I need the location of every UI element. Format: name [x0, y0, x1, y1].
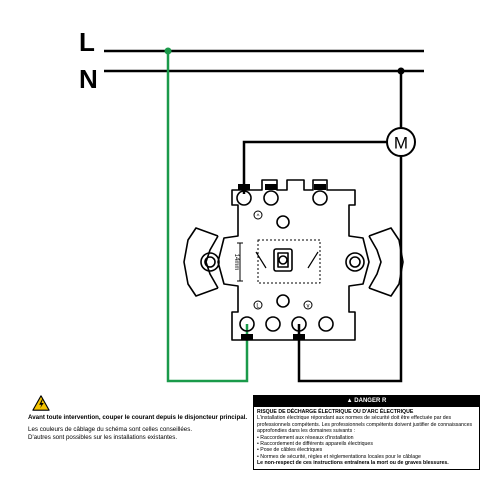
danger-title: RISQUE DE DÉCHARGE ÉLECTRIQUE OU D'ARC É…: [257, 409, 414, 415]
danger-item: • Raccordement de différents appareils é…: [257, 441, 373, 448]
terminal-marker-l: L: [256, 304, 260, 310]
terminal-marker-bottom-right: v: [307, 304, 310, 310]
danger-notice: ▲ DANGER R RISQUE DE DÉCHARGE ÉLECTRIQUE…: [253, 395, 480, 470]
terminal-marker-top-left: ^: [257, 214, 260, 220]
danger-header-label: DANGER R: [354, 398, 387, 404]
terminal-markers: [253, 210, 313, 310]
dimension-label: 14mm: [233, 254, 239, 271]
junction-l: [164, 47, 172, 55]
junction-n: [397, 67, 405, 75]
danger-body: RISQUE DE DÉCHARGE ÉLECTRIQUE OU D'ARC É…: [254, 407, 479, 467]
motor-label: M: [394, 134, 408, 153]
warning-triangle-icon: [32, 395, 50, 411]
danger-item: • Raccordement aux réseaux d'installatio…: [257, 434, 354, 441]
phase-wire: [166, 51, 249, 383]
danger-footer: Le non-respect de ces instructions entra…: [257, 460, 449, 467]
warning-sub-text: Les couleurs de câblage du schéma sont c…: [28, 426, 193, 441]
danger-triangle-icon: ▲: [346, 398, 353, 404]
danger-intro: L'installation électrique répondant aux …: [257, 415, 473, 435]
danger-item: • Pose de câbles électriques: [257, 447, 323, 454]
motor-wire-down: [297, 156, 403, 383]
line-label-l: L: [79, 27, 95, 57]
danger-item: • Normes de sécurité, règles et réglemen…: [257, 453, 421, 460]
warning-main-text: Avant toute intervention, couper le cour…: [28, 414, 248, 421]
switch-mechanism: [183, 179, 404, 341]
terminal-entries: [238, 184, 326, 340]
line-label-n: N: [79, 64, 98, 94]
motor-wire-up: [242, 140, 387, 194]
danger-header: ▲ DANGER R: [254, 396, 479, 407]
